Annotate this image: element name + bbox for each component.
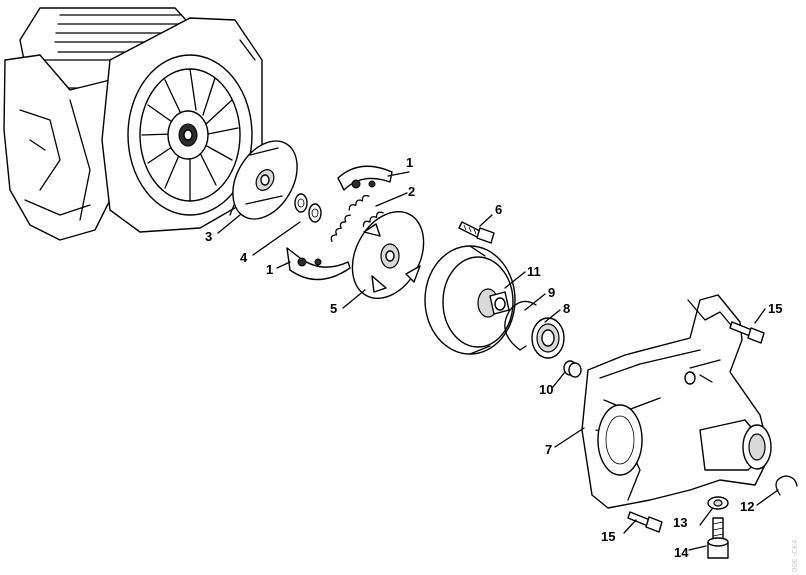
socket-bolt-part-14 [707, 517, 729, 559]
clutch-carrier-part-3 [232, 140, 298, 220]
callout-15-upper: 15 [768, 301, 782, 316]
circlip-part-9 [504, 300, 537, 351]
callout-10: 10 [539, 382, 553, 397]
callout-4: 4 [240, 250, 248, 265]
callout-12: 12 [740, 499, 754, 514]
screw-part-15-lower [627, 511, 663, 533]
leader-lines [217, 171, 779, 551]
clutch-drum-part-11 [424, 245, 516, 355]
clutch-shoe-upper-part-1 [337, 165, 393, 191]
callout-3: 3 [205, 229, 212, 244]
sprocket-cover-part-7 [581, 294, 772, 509]
callout-2: 2 [408, 184, 415, 199]
callout-11: 11 [527, 264, 541, 279]
clutch-shoe-lower-part-1 [286, 247, 351, 281]
callout-13: 13 [673, 515, 687, 530]
washer-part-13 [707, 496, 729, 510]
snap-ring-part-12 [775, 475, 798, 496]
tension-springs-part-2 [330, 194, 384, 243]
clutch-carrier-part-5 [351, 210, 425, 300]
callout-6: 6 [495, 202, 502, 217]
washers-part-4 [294, 193, 322, 223]
callout-8: 8 [563, 301, 570, 316]
callout-5: 5 [330, 301, 337, 316]
callout-7: 7 [545, 442, 552, 457]
needle-cage-part-10 [563, 360, 582, 378]
bolt-part-6 [458, 221, 495, 244]
drawing-watermark: 00E--CK4 [791, 539, 799, 572]
callout-labels: 1 2 3 4 1 5 6 11 9 8 15 10 7 12 13 15 14 [205, 155, 782, 560]
engine-crankcase-drawing [3, 7, 263, 241]
screw-part-15-upper [729, 321, 765, 344]
callout-1-lower: 1 [266, 262, 273, 277]
callout-15-lower: 15 [601, 529, 615, 544]
ball-bearing-part-8 [531, 317, 565, 359]
callout-14: 14 [674, 545, 689, 560]
callout-1-upper: 1 [406, 155, 413, 170]
callout-9: 9 [548, 285, 555, 300]
